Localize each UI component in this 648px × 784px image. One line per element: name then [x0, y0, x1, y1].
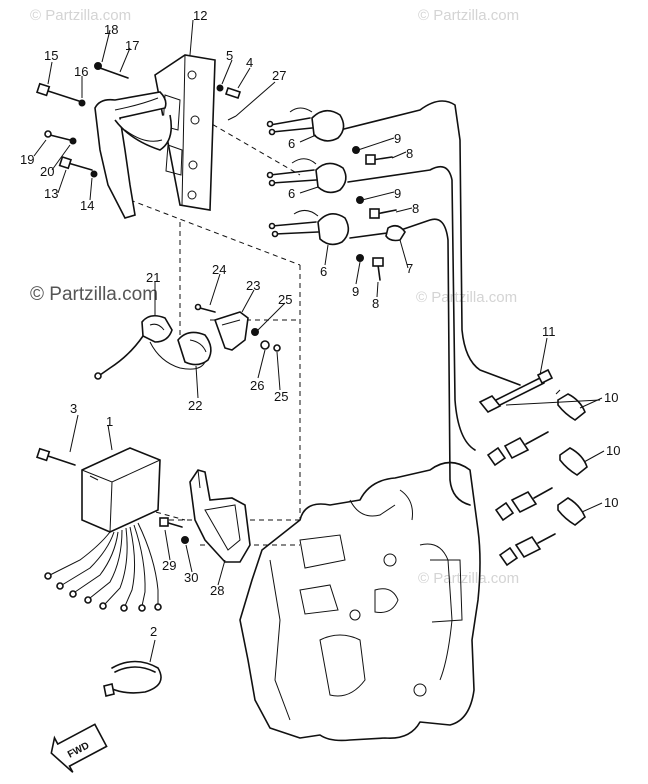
part-12-bracket-plate [154, 54, 216, 211]
callout-27: 27 [272, 68, 286, 83]
callout-22: 22 [188, 398, 202, 413]
fwd-arrow: FWD [50, 723, 108, 773]
callout-13: 13 [44, 186, 58, 201]
part-1-cdi-unit [36, 447, 162, 612]
callout-8-bottom: 8 [372, 296, 379, 311]
callout-15: 15 [44, 48, 58, 63]
callout-17: 17 [125, 38, 139, 53]
callout-numbers: 18 17 12 15 16 5 4 27 19 20 13 14 9 8 6 … [20, 8, 620, 639]
callout-10-bottom: 10 [604, 495, 618, 510]
callout-10-top: 10 [604, 390, 618, 405]
ignition-coils-6 [266, 107, 350, 246]
plug-cap-1 [555, 389, 586, 421]
mount-bracket-assembly [36, 62, 173, 219]
callout-10-middle: 10 [606, 443, 620, 458]
high-tension-leads [339, 100, 521, 506]
callout-29: 29 [162, 558, 176, 573]
wiring-harness [44, 522, 162, 612]
plug-cap-3 [557, 497, 586, 526]
part-2-clamp [103, 660, 162, 697]
callout-4: 4 [246, 55, 253, 70]
callout-11: 11 [542, 324, 556, 339]
plug-part-11 [478, 368, 554, 414]
spark-plugs-and-caps [478, 368, 601, 567]
callout-8-middle: 8 [412, 201, 419, 216]
callout-23: 23 [246, 278, 260, 293]
plug-cap-2 [559, 447, 588, 476]
part-28-bracket [159, 469, 251, 563]
callout-6-bottom: 6 [320, 264, 327, 279]
watermark-mid-right: © Partzilla.com [416, 289, 517, 306]
callout-9-bottom: 9 [352, 284, 359, 299]
callout-24: 24 [212, 262, 226, 277]
watermark-top-left: © Partzilla.com [30, 7, 131, 24]
callout-21: 21 [146, 270, 160, 285]
callout-8-top: 8 [406, 146, 413, 161]
callout-30: 30 [184, 570, 198, 585]
callout-26: 26 [250, 378, 264, 393]
watermark-bottom-right: © Partzilla.com [418, 570, 519, 587]
callout-7: 7 [406, 261, 413, 276]
callout-6-middle: 6 [288, 186, 295, 201]
callout-1: 1 [106, 414, 113, 429]
plug-3 [498, 533, 556, 567]
engine-block [239, 461, 481, 742]
callout-25-bottom: 25 [274, 389, 288, 404]
coil-bottom [268, 210, 350, 246]
callout-19: 19 [20, 152, 34, 167]
callout-6-top: 6 [288, 136, 295, 151]
callout-5: 5 [226, 48, 233, 63]
small-fasteners-5-4-27 [216, 84, 242, 121]
watermark-mid-left: © Partzilla.com [30, 284, 158, 305]
callout-25-top: 25 [278, 292, 292, 307]
coil-fasteners [352, 146, 406, 281]
callout-12: 12 [193, 8, 207, 23]
callout-3: 3 [70, 401, 77, 416]
callout-20: 20 [40, 164, 54, 179]
pulser-assembly [94, 303, 281, 380]
watermark-top-right: © Partzilla.com [418, 7, 519, 24]
callout-28: 28 [210, 583, 224, 598]
callout-16: 16 [74, 64, 88, 79]
coil-top [266, 107, 345, 142]
plug-2 [494, 487, 553, 522]
callout-9-middle: 9 [394, 186, 401, 201]
callout-18: 18 [104, 22, 118, 37]
coil-middle [266, 158, 347, 194]
callout-14: 14 [80, 198, 94, 213]
label-leaders [33, 19, 605, 663]
callout-2: 2 [150, 624, 157, 639]
callout-9-top: 9 [394, 131, 401, 146]
plug-1 [486, 431, 549, 467]
